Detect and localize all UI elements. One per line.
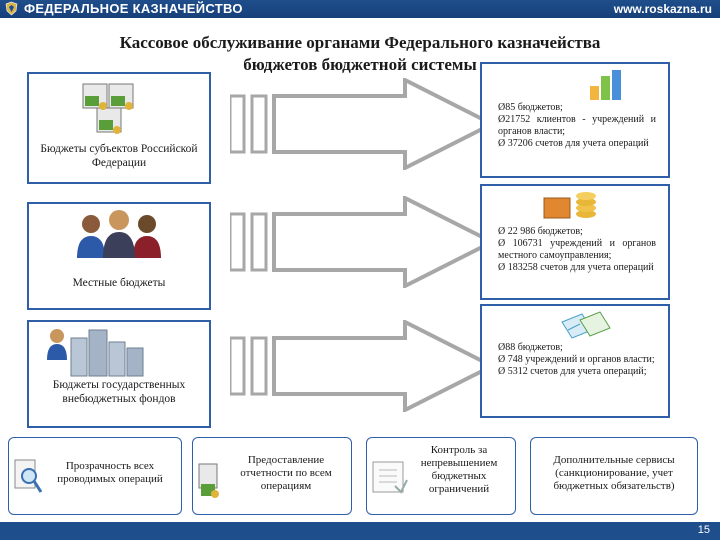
details-list: Ø85 бюджетов; Ø21752 клиентов - учрежден… <box>498 102 656 150</box>
magnifier-document-icon <box>14 459 43 493</box>
brand-title: ФЕДЕРАЛЬНОЕ КАЗНАЧЕЙСТВО <box>24 1 243 16</box>
title-line-1: Кассовое обслуживание органами Федеральн… <box>119 33 601 52</box>
coins-folder-icon <box>543 192 596 219</box>
arrow-row-2 <box>230 196 495 288</box>
page-number: 15 <box>697 524 710 536</box>
left-box-label: Местные бюджеты <box>72 277 166 289</box>
detail-item: Ø85 бюджетов; <box>498 102 563 113</box>
bottom-box-text: Прозрачность всех проводимых операций <box>57 460 163 485</box>
left-box-label: Бюджеты государственных внебюджетных фон… <box>52 379 186 405</box>
bottom-box-text: Предоставление отчетности по всем операц… <box>240 454 332 492</box>
details-list: Ø 22 986 бюджетов; Ø 106731 учреждений и… <box>498 226 656 274</box>
page-title: Кассовое обслуживание органами Федеральн… <box>60 32 660 76</box>
bottom-box-reporting: Предоставление отчетности по всем операц… <box>192 437 352 515</box>
bottom-box-text: Контроль за непревышением бюджетных огра… <box>420 444 498 495</box>
people-group-icon <box>77 210 161 258</box>
money-stack-icon <box>82 83 134 134</box>
right-box-funds: Ø88 бюджетов; Ø 748 учреждений и органов… <box>480 304 670 418</box>
right-box-local: Ø 22 986 бюджетов; Ø 106731 учреждений и… <box>480 184 670 300</box>
title-line-2: бюджетов бюджетной системы <box>243 55 477 74</box>
detail-item: Ø 5312 счетов для учета операций; <box>498 366 647 377</box>
report-money-icon <box>198 463 219 498</box>
detail-item: Ø21752 клиентов - учреждений и органов в… <box>498 114 656 137</box>
detail-item: Ø 22 986 бюджетов; <box>498 226 583 237</box>
details-list: Ø88 бюджетов; Ø 748 учреждений и органов… <box>498 342 656 378</box>
bottom-box-services: Дополнительные сервисы (санкционирование… <box>530 437 698 515</box>
footer-bar: 15 <box>0 522 720 540</box>
detail-item: Ø 183258 счетов для учета операций <box>498 262 654 273</box>
left-box-label: Бюджеты субъектов Российской Федерации <box>40 143 198 169</box>
documents-icon <box>561 311 611 339</box>
detail-item: Ø88 бюджетов; <box>498 342 563 353</box>
detail-item: Ø 106731 учреждений и органов местного с… <box>498 238 656 261</box>
left-box-local: Местные бюджеты <box>27 202 211 310</box>
checklist-icon <box>372 461 408 494</box>
buildings-icon <box>47 329 144 377</box>
bottom-box-control: Контроль за непревышением бюджетных огра… <box>366 437 516 515</box>
detail-item: Ø 37206 счетов для учета операций <box>498 138 649 149</box>
left-box-regional: Бюджеты субъектов Российской Федерации <box>27 72 211 184</box>
bottom-box-transparency: Прозрачность всех проводимых операций <box>8 437 182 515</box>
left-box-funds: Бюджеты государственных внебюджетных фон… <box>27 320 211 428</box>
arrow-row-3 <box>230 320 495 412</box>
arrow-row-1 <box>230 78 495 170</box>
site-link[interactable]: www.roskazna.ru <box>613 2 712 16</box>
bar-chart-icon <box>590 70 621 100</box>
right-box-regional: Ø85 бюджетов; Ø21752 клиентов - учрежден… <box>480 62 670 178</box>
header-bar: ФЕДЕРАЛЬНОЕ КАЗНАЧЕЙСТВО www.roskazna.ru <box>0 0 720 18</box>
bottom-box-text: Дополнительные сервисы (санкционирование… <box>553 454 675 492</box>
detail-item: Ø 748 учреждений и органов власти; <box>498 354 655 365</box>
emblem-icon <box>5 1 18 16</box>
